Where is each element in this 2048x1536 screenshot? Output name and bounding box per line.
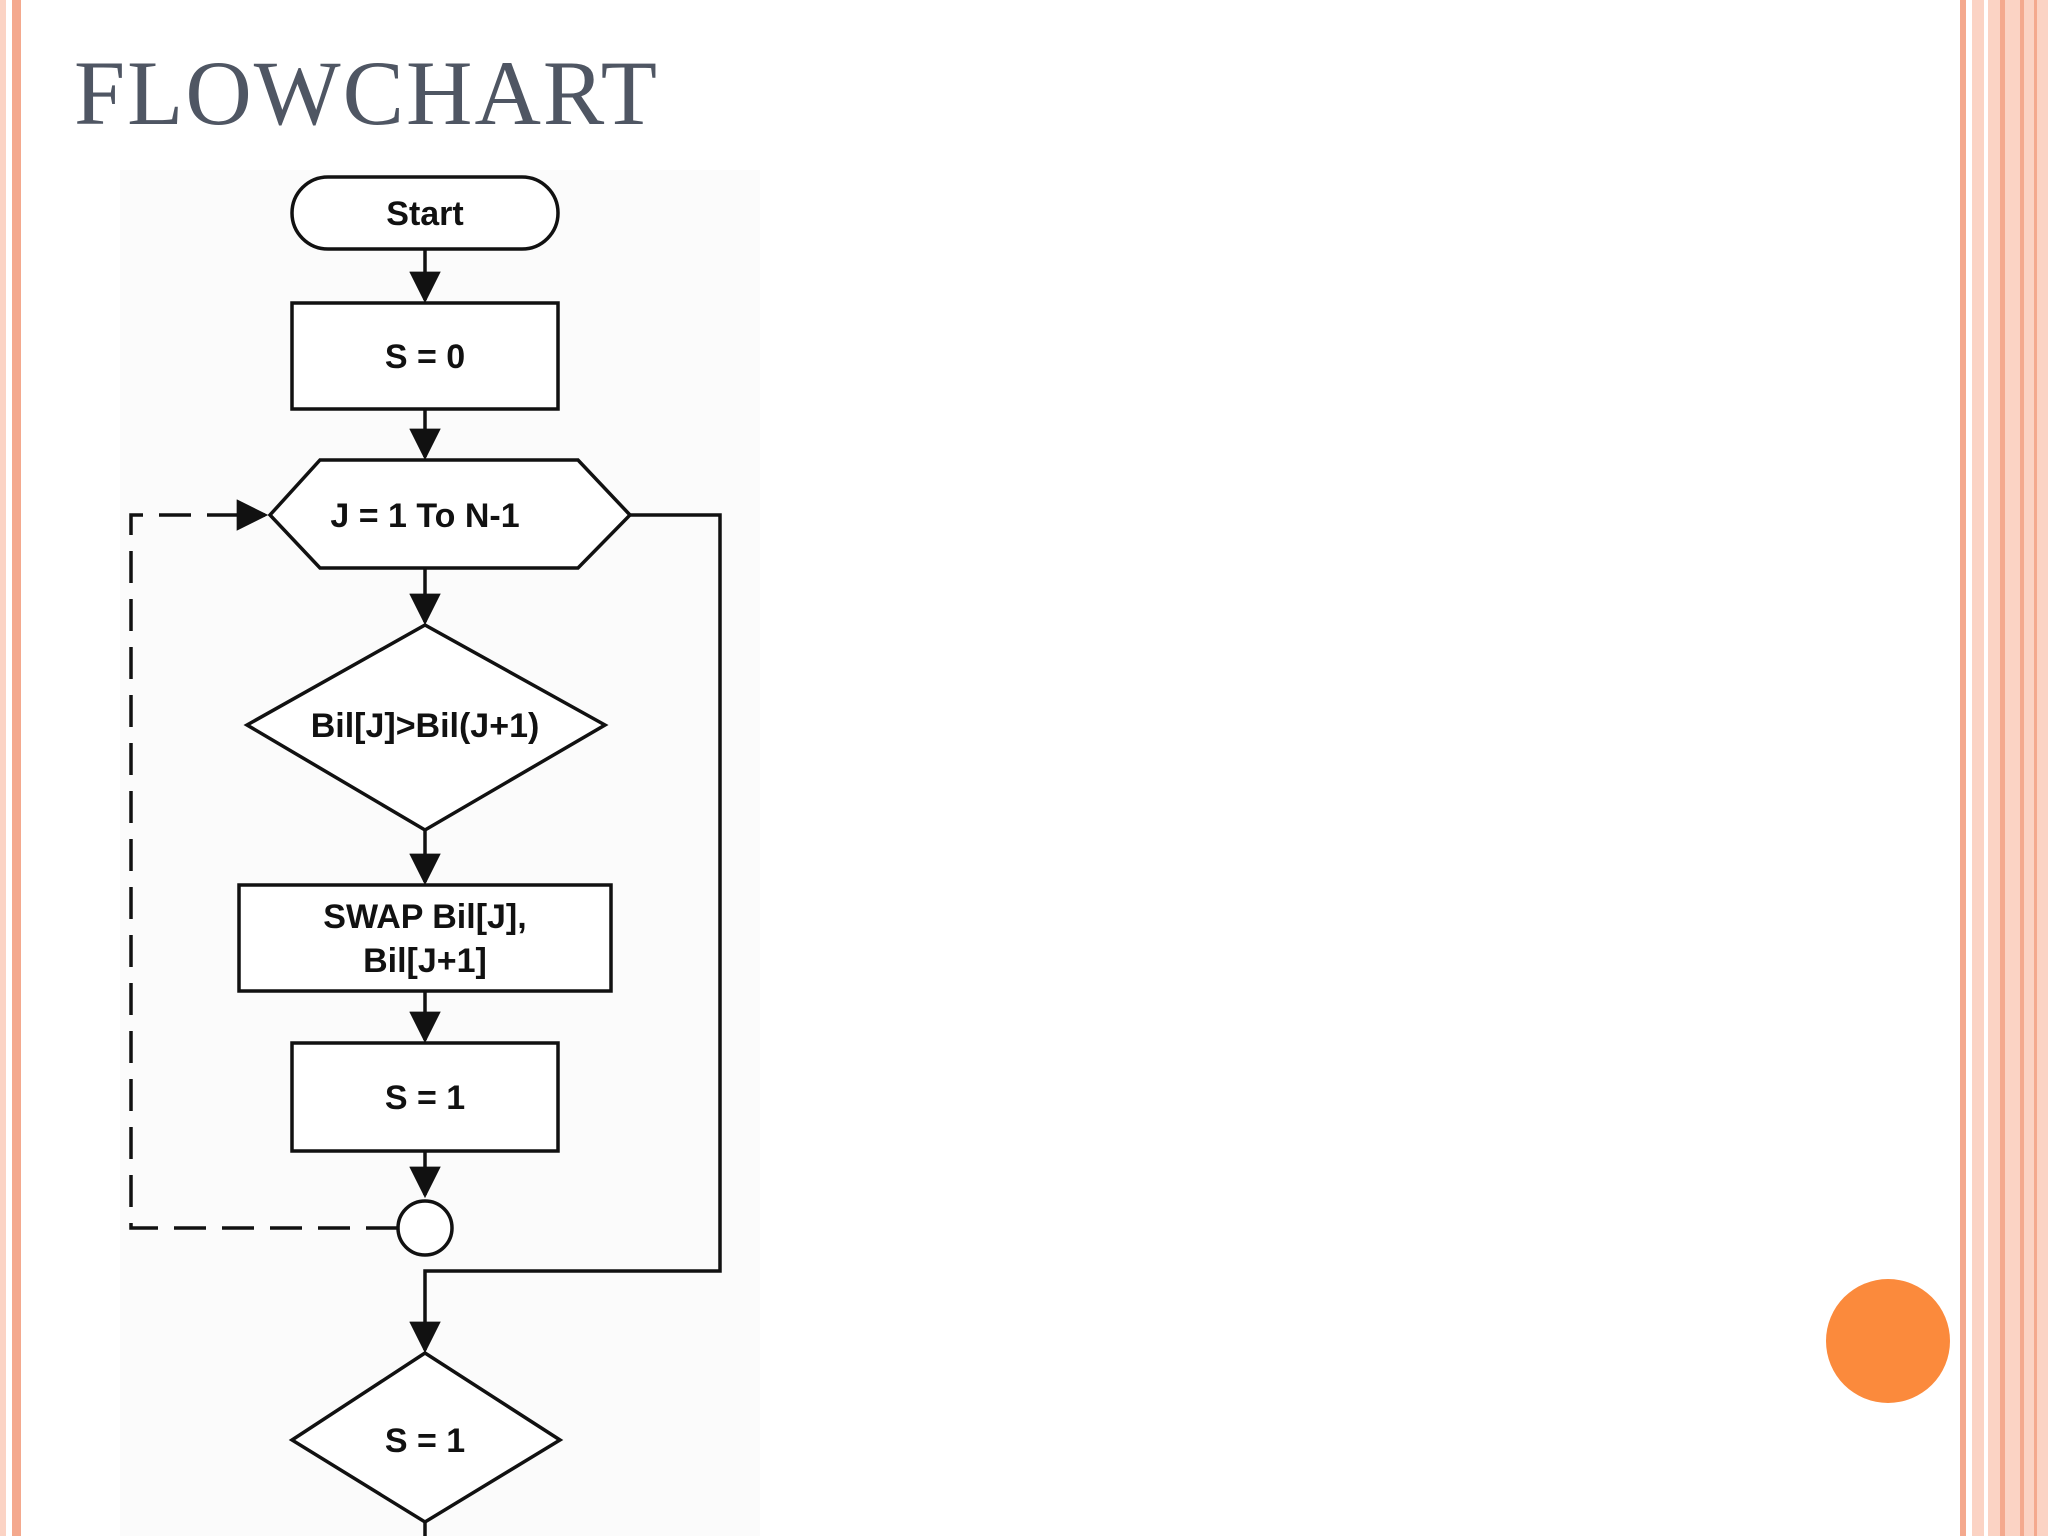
compare-label: Bil[J]>Bil(J+1) xyxy=(311,707,540,745)
loop-junction-circle xyxy=(396,1199,454,1257)
set-label: S = 1 xyxy=(385,1079,465,1117)
left-border-stripe-inner xyxy=(12,0,21,1536)
right-border-stripe-6 xyxy=(2034,0,2037,1536)
init-process-box xyxy=(290,301,560,411)
slide-title: FLOWCHART xyxy=(74,42,659,144)
loop-hexagon xyxy=(267,458,633,570)
swap-label-line2: Bil[J+1] xyxy=(363,942,487,980)
right-border-stripe-1 xyxy=(1960,0,1966,1536)
init-label: S = 0 xyxy=(385,338,465,376)
flowchart-diagram: Start S = 0 J = 1 To N-1 Bil[J]>Bil(J+1)… xyxy=(129,175,722,1536)
right-border-stripe-2 xyxy=(1972,0,1984,1536)
left-border-stripe-outer xyxy=(0,0,6,1536)
right-border-stripe-4 xyxy=(2000,0,2005,1536)
orange-circle-icon xyxy=(1826,1279,1950,1403)
right-border-stripe-5 xyxy=(2020,0,2024,1536)
flowchart-image: Start S = 0 J = 1 To N-1 Bil[J]>Bil(J+1)… xyxy=(120,170,760,1536)
start-label: Start xyxy=(386,195,463,233)
swap-label-line1: SWAP Bil[J], xyxy=(323,898,526,936)
right-border-stripe-3 xyxy=(1988,0,2048,1536)
loop-exit-path xyxy=(409,513,722,1354)
set-process-box xyxy=(290,1041,560,1153)
check-label: S = 1 xyxy=(385,1422,465,1460)
loop-label: J = 1 To N-1 xyxy=(330,497,519,535)
